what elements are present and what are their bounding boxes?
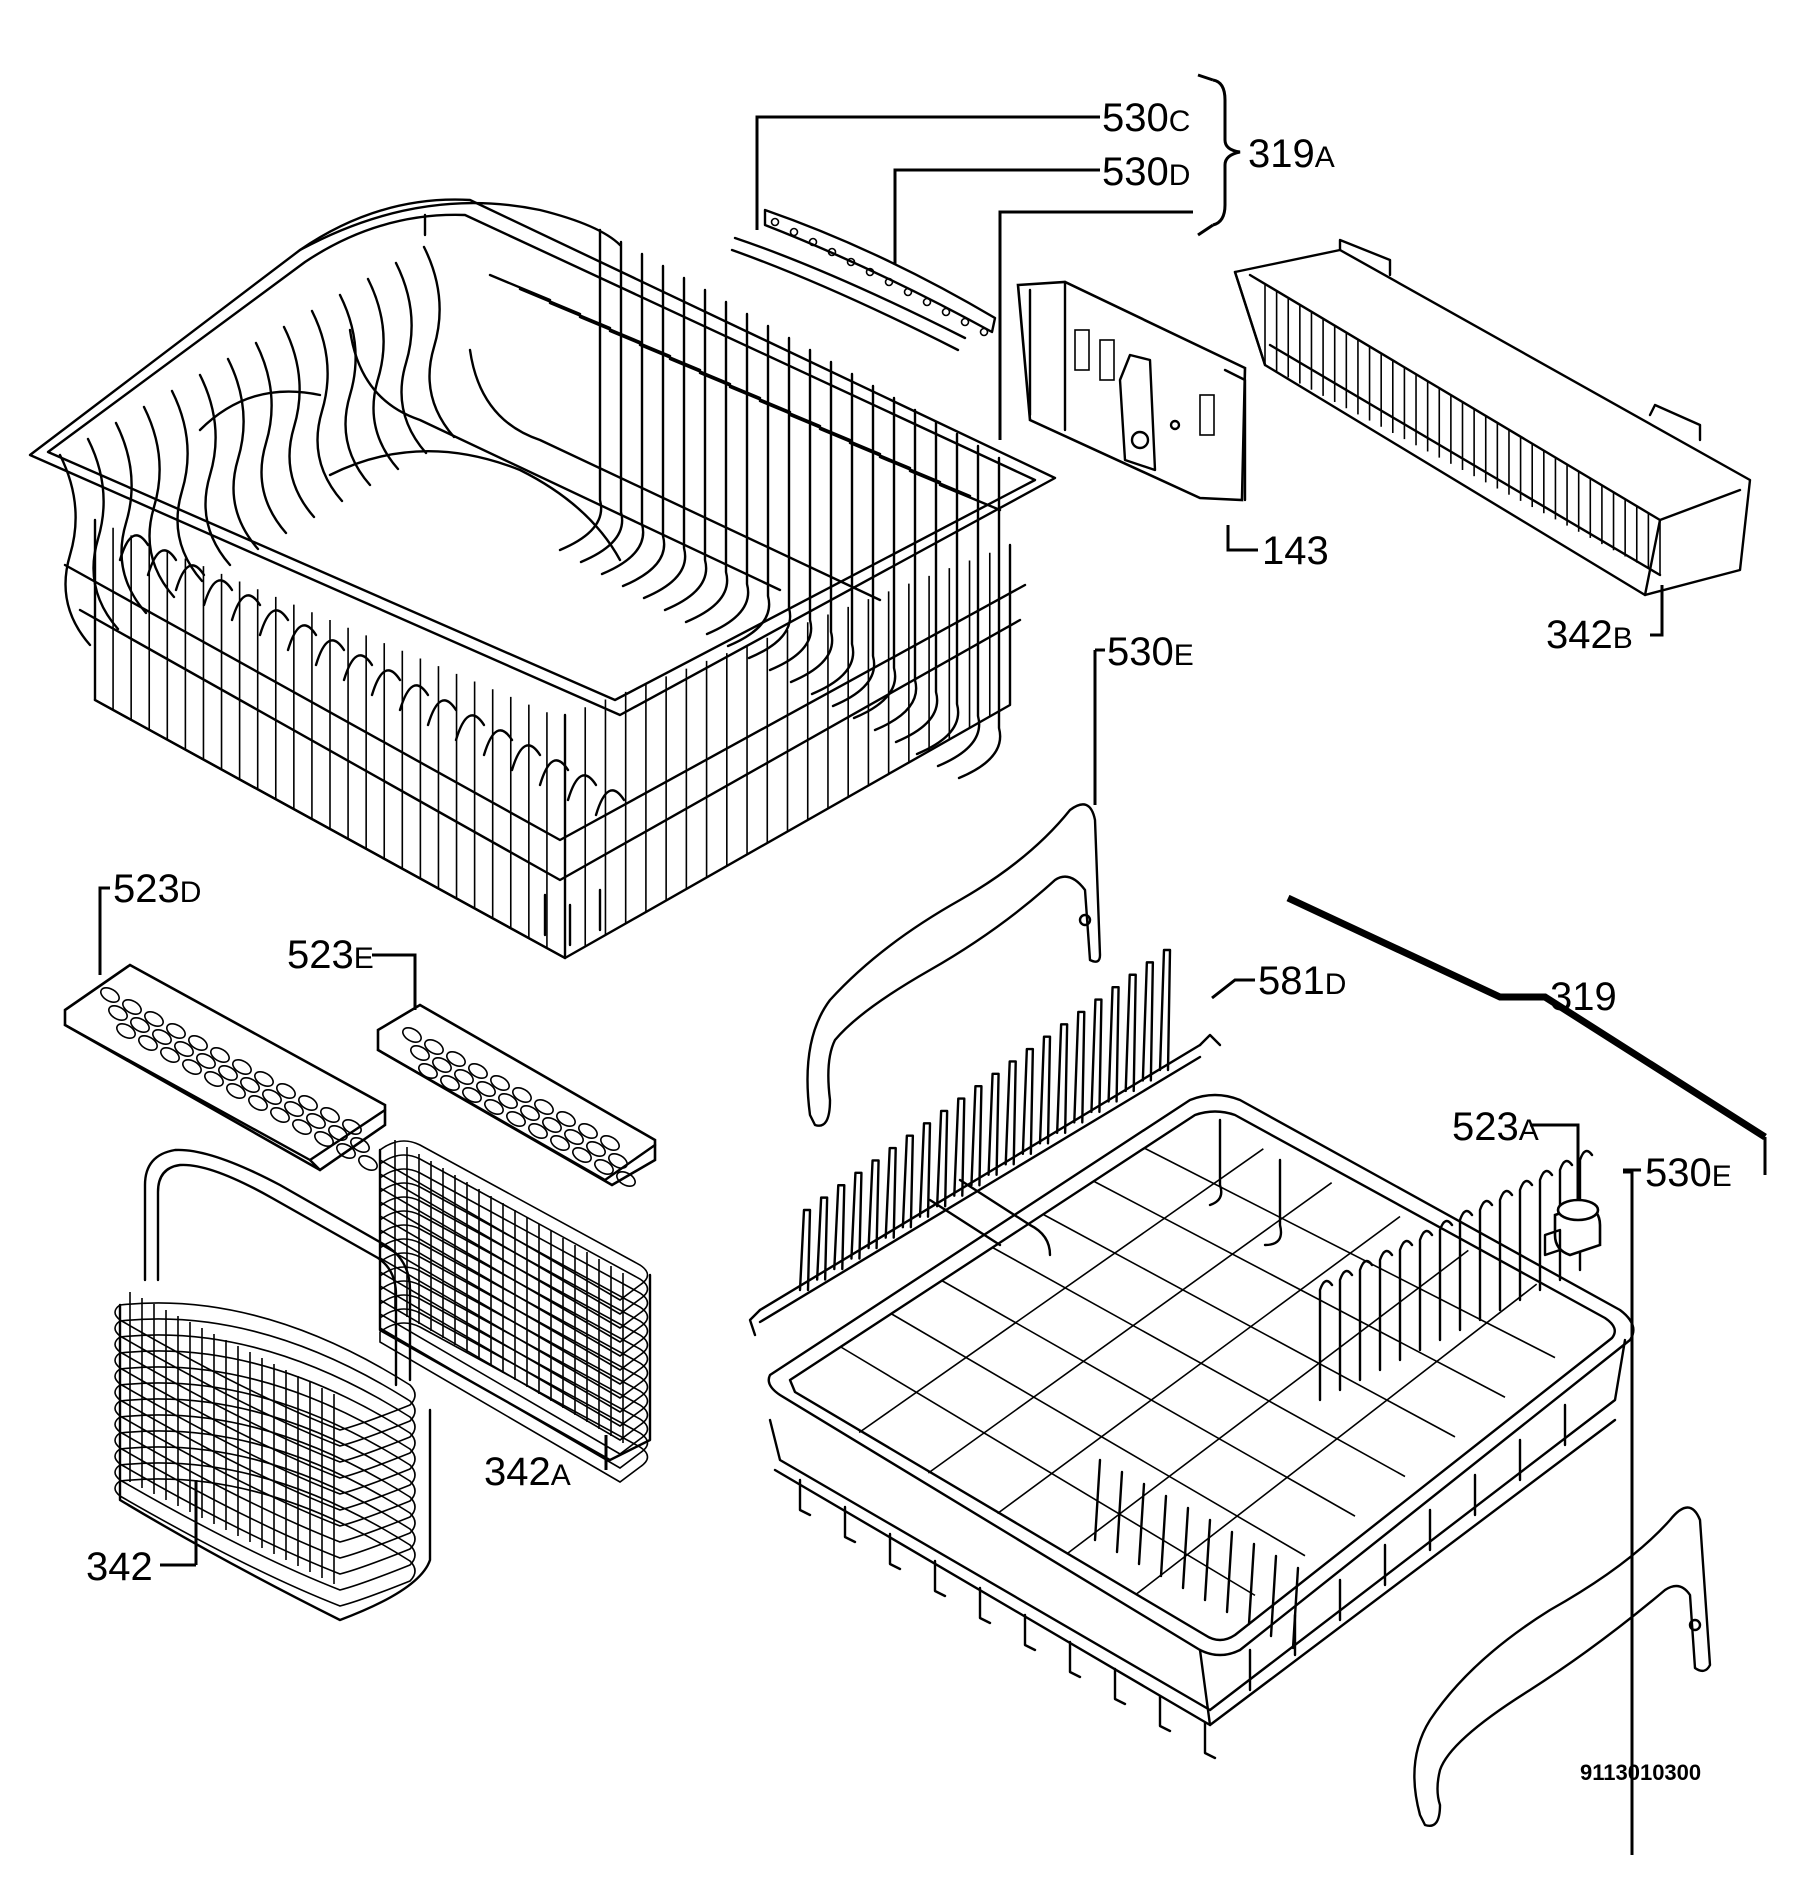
lower-basket — [767, 1093, 1635, 1760]
label-319a: 319A — [1248, 132, 1335, 176]
label-530e-right: 530E — [1645, 1151, 1732, 1195]
cutlery-tray-342b — [1233, 238, 1752, 597]
label-523a: 523A — [1452, 1105, 1539, 1149]
handle-530e-right — [1413, 1506, 1712, 1827]
upper-basket — [28, 198, 1057, 960]
leader-lines — [98, 73, 1767, 1855]
label-530c: 530C — [1102, 96, 1190, 140]
cutlery-basket-342 — [114, 1148, 432, 1622]
diagram-code: 9113010300 — [1580, 1760, 1701, 1785]
part-labels: 530C 530D 319A 143 342B 530E 523D 523E 5… — [86, 96, 1732, 1785]
label-530d: 530D — [1102, 150, 1190, 194]
insert-523d — [63, 963, 387, 1172]
cutlery-basket-342a — [378, 1140, 652, 1483]
label-523e: 523E — [287, 933, 374, 977]
label-530e-top: 530E — [1107, 630, 1194, 674]
handle-530e-top — [806, 803, 1102, 1127]
label-143: 143 — [1262, 529, 1329, 573]
insert-523e — [376, 1003, 657, 1188]
wheel-523a — [1543, 1198, 1602, 1257]
label-581d: 581D — [1258, 959, 1346, 1003]
comb-581d — [748, 948, 1222, 1337]
label-342: 342 — [86, 1545, 153, 1589]
label-342b: 342B — [1546, 613, 1633, 657]
label-319: 319 — [1550, 975, 1617, 1019]
rail-530c-530d — [730, 208, 997, 352]
label-342a: 342A — [484, 1450, 571, 1494]
adjuster-plate-143 — [1016, 280, 1247, 502]
label-523d: 523D — [113, 867, 201, 911]
